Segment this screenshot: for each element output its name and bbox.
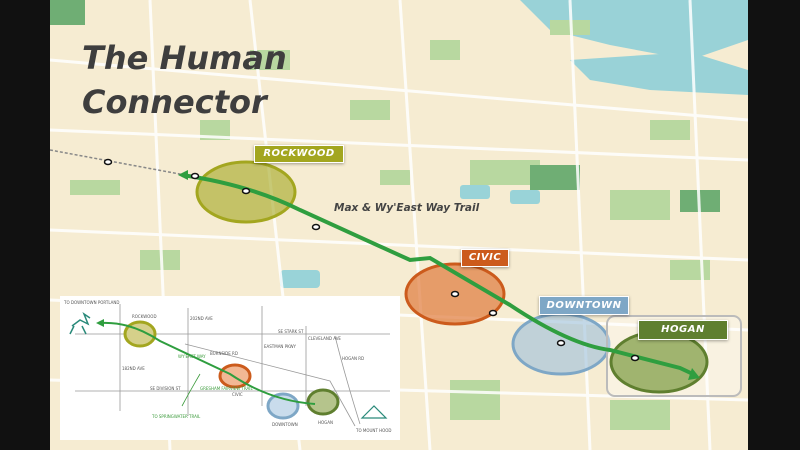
slide: The Human Connector ROCKWOOD CIVIC DOWNT… — [50, 0, 748, 450]
rail-line — [50, 149, 186, 176]
inset-label-portland: TO DOWNTOWN PORTLAND — [64, 300, 120, 305]
district-tag-hogan[interactable]: HOGAN — [638, 320, 728, 340]
district-tag-civic[interactable]: CIVIC — [461, 249, 509, 267]
parks — [70, 20, 710, 430]
trail-arrow-end-icon — [688, 368, 700, 380]
inset-map-graphic — [69, 304, 390, 427]
inset-label-wyeast: WY'EAST WAY — [178, 354, 206, 359]
mount-hood-icon — [360, 405, 388, 419]
inset-label-downtown: DOWNTOWN — [272, 422, 298, 427]
station-markers — [103, 158, 640, 362]
inset-label-burnside: BURNSIDE RD — [210, 351, 238, 356]
inset-label-mount-hood: TO MOUNT HOOD — [356, 428, 392, 433]
slide-title: The Human Connector — [82, 36, 287, 124]
inset-label-springwater: TO SPRINGWATER TRAIL — [152, 414, 201, 419]
district-tag-rockwood[interactable]: ROCKWOOD — [254, 145, 344, 163]
trail-route — [181, 173, 696, 377]
inset-label-rockwood: ROCKWOOD — [132, 314, 157, 319]
inset-label-gresham-trail: GRESHAM FAIRVIEW TRAIL — [200, 386, 253, 391]
deer-icon — [69, 312, 91, 335]
inset-label-stark: SE STARK ST — [278, 329, 304, 334]
inset-label-cleveland: CLEVELAND AVE — [308, 336, 341, 341]
inset-label-202nd: 202ND AVE — [190, 316, 213, 321]
inset-label-hogan-rd: HOGAN RD — [342, 356, 365, 361]
trail-label: Max & Wy'East Way Trail — [334, 202, 480, 214]
title-line-1: The Human — [82, 39, 287, 77]
trail-arrow-start-icon — [178, 170, 188, 180]
inset-label-eastman: EASTMAN PKWY — [264, 344, 296, 349]
inset-label-civic: CIVIC — [232, 392, 243, 397]
inset-label-division: SE DIVISION ST — [150, 386, 181, 391]
inset-map: TO DOWNTOWN PORTLAND ROCKWOOD SE STARK S… — [60, 296, 400, 440]
inset-label-hogan: HOGAN — [318, 420, 333, 425]
title-line-2: Connector — [82, 83, 267, 121]
district-tag-downtown[interactable]: DOWNTOWN — [539, 296, 629, 315]
inset-label-182nd: 182ND AVE — [122, 366, 145, 371]
